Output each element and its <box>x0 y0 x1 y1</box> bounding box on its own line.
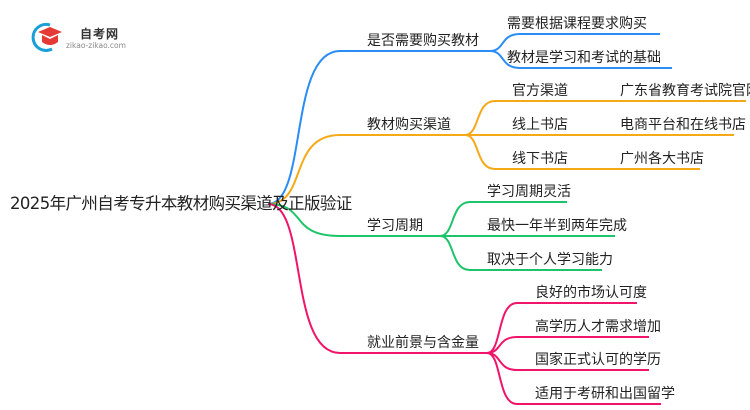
leaf-detail-node[interactable]: 电商平台和在线书店 <box>620 117 746 133</box>
leaf-node[interactable]: 线上书店 <box>512 117 568 133</box>
leaf-connector <box>439 235 602 271</box>
leaf-node[interactable]: 官方渠道 <box>512 83 568 99</box>
leaf-connector <box>486 302 637 354</box>
logo[interactable]: 自考网 zikao-zikao.com <box>30 22 140 52</box>
leaf-connector <box>439 201 567 237</box>
leaf-node[interactable]: 国家正式认可的学历 <box>535 352 661 368</box>
leaf-node[interactable]: 学习周期灵活 <box>487 184 571 200</box>
logo-url: zikao-zikao.com <box>66 41 126 50</box>
leaf-node[interactable]: 良好的市场认可度 <box>535 285 647 301</box>
branch-connector <box>267 203 440 237</box>
branch-connector <box>267 134 465 205</box>
leaf-connector <box>489 33 660 52</box>
leaf-connector <box>486 352 661 405</box>
leaf-node[interactable]: 取决于个人学习能力 <box>487 252 613 268</box>
branch-node[interactable]: 是否需要购买教材 <box>367 33 479 49</box>
branch-connector <box>267 50 490 205</box>
leaf-node[interactable]: 教材是学习和考试的基础 <box>507 50 661 66</box>
leaf-detail-node[interactable]: 广州各大书店 <box>620 151 704 167</box>
leaf-connector <box>464 134 700 170</box>
leaf-node[interactable]: 适用于考研和出国留学 <box>535 386 675 402</box>
leaf-node[interactable]: 最快一年半到两年完成 <box>487 218 627 234</box>
branch-node[interactable]: 学习周期 <box>367 218 423 234</box>
leaf-node[interactable]: 高学历人才需求增加 <box>535 319 661 335</box>
leaf-connector <box>489 50 672 69</box>
logo-title: 自考网 <box>80 27 120 41</box>
branch-connector <box>267 203 487 354</box>
leaf-node[interactable]: 需要根据课程要求购买 <box>507 16 647 32</box>
leaf-connector <box>464 100 746 136</box>
graduation-cap-icon <box>31 22 62 52</box>
leaf-connector <box>486 336 649 354</box>
branch-node[interactable]: 就业前景与含金量 <box>367 335 479 351</box>
leaf-detail-node[interactable]: 广东省教育考试院官网 <box>620 83 750 99</box>
leaf-node[interactable]: 线下书店 <box>512 151 568 167</box>
branch-node[interactable]: 教材购买渠道 <box>367 117 451 133</box>
root-node[interactable]: 2025年广州自考专升本教材购买渠道及正版验证 <box>10 194 352 213</box>
